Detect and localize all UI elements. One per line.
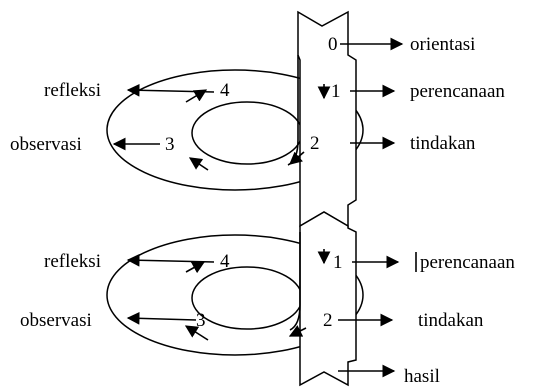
cycle-2-stage-1-label: perencanaan (420, 252, 515, 273)
cycle-1-stage-1-label: perencanaan (410, 81, 505, 102)
cycle-2-stage-2-label: tindakan (418, 310, 484, 331)
cycle-2-inner-hole (191, 266, 303, 330)
cycle-1-stage-1-number: 1 (331, 81, 341, 102)
cycle-1-stage-0-number: 0 (328, 34, 338, 55)
cycle-1-stage-4-arrow (126, 83, 215, 97)
cycle-2-stage-1-number: 1 (333, 252, 343, 273)
cycle-1-stage-2-number: 2 (310, 133, 320, 154)
cycle-2-stage-4-arrow (126, 253, 215, 267)
cycle-1-stage-3-label: observasi (10, 134, 82, 155)
cycle-1-stage-4-number: 4 (220, 80, 230, 101)
cycle-2-stage-4-label: refleksi (44, 251, 101, 272)
cycle-2: 1 perencanaan 2 tindakan 3 observasi 4 r… (20, 211, 515, 387)
cycle-1-inner-arrow-2 (289, 151, 305, 165)
cycle-2-inner-arrow-2 (288, 325, 307, 337)
cycle-2-stage-3-arrow (126, 311, 197, 325)
cycle-2-stage-3-number: 3 (196, 310, 206, 331)
cycle-2-inner-arrow-4 (185, 261, 206, 274)
cycle-2-band (299, 211, 357, 387)
cycle-1: 0 orientasi 1 perencanaan 2 tindakan 3 o… (10, 10, 505, 228)
cycle-1-stage-3-number: 3 (165, 134, 175, 155)
cycle-1-entry-band (297, 10, 357, 228)
cycle-2-result-label: hasil (404, 366, 440, 387)
cycle-1-stage-2-label: tindakan (410, 133, 476, 154)
cycle-2-inner-arrow-3 (184, 325, 209, 341)
cycle-1-stage-4-label: refleksi (44, 80, 101, 101)
cycle-2-stage-3-label: observasi (20, 310, 92, 331)
cycle-2-stage-2-number: 2 (323, 310, 333, 331)
cycle-1-inner-hole (191, 101, 303, 165)
cycle-1-inner-arrow-3 (188, 157, 209, 171)
cycle-1-stage-0-label: orientasi (410, 34, 475, 55)
cycle-2-stage-4-number: 4 (220, 251, 230, 272)
